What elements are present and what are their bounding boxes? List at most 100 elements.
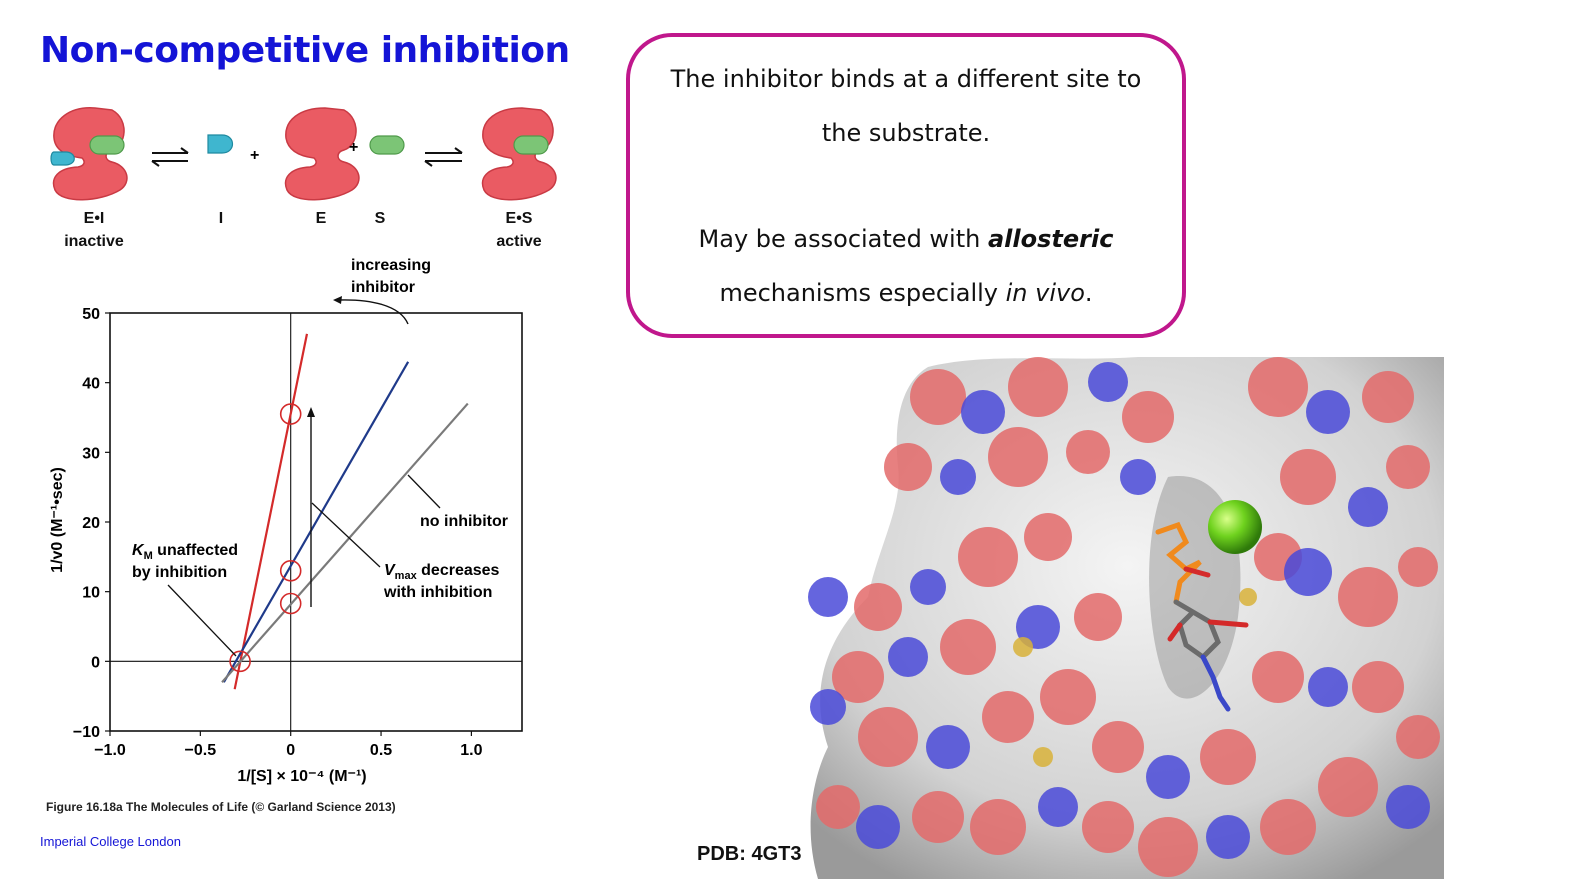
base-chain <box>1200 654 1231 712</box>
surface-patch <box>1038 787 1078 827</box>
x-tick-label: −1.0 <box>94 742 126 759</box>
surface-patch <box>940 459 976 495</box>
annotation-increasing: increasing <box>351 257 431 274</box>
y-tick-label: 10 <box>82 585 100 602</box>
oxygen-bond-3 <box>1183 566 1211 578</box>
km-pointer <box>167 584 237 657</box>
surface-patch <box>1092 721 1144 773</box>
enzyme-shape <box>481 107 557 201</box>
surface-patch <box>1396 715 1440 759</box>
surface-patch <box>1239 588 1257 606</box>
surface-patch <box>1318 757 1378 817</box>
surface-patch <box>1013 637 1033 657</box>
ribose-ring <box>1173 599 1221 661</box>
plus-sign-1: + <box>250 147 259 164</box>
substrate-shape <box>89 135 125 155</box>
surface-patch <box>1280 449 1336 505</box>
callout-line-4-text: mechanisms especially <box>719 278 1006 307</box>
surface-patch <box>816 785 860 829</box>
annotation-vmax-text: decreases <box>417 562 500 579</box>
surface-patch <box>1066 430 1110 474</box>
callout-line-3: May be associated with allosteric <box>699 212 1114 266</box>
surface-patch <box>988 427 1048 487</box>
series-line-2 <box>221 402 469 683</box>
y-tick-label: 50 <box>82 306 100 323</box>
surface-patch <box>1248 357 1308 417</box>
slide-title: Non-competitive inhibition <box>40 30 570 71</box>
intercept-circle-0 <box>279 403 302 425</box>
surface-patch <box>1138 817 1198 877</box>
annotation-km-text: unaffected <box>153 542 238 559</box>
plus-sign-2: + <box>349 139 358 156</box>
free-substrate-shape <box>369 135 405 155</box>
figure-caption: Figure 16.18a The Molecules of Life (© G… <box>46 800 396 814</box>
annotation-vmax-subscript: max <box>395 570 418 582</box>
surface-patch <box>1386 785 1430 829</box>
ei-label: E•I <box>84 210 105 227</box>
surface-patch <box>961 390 1005 434</box>
surface-patch <box>1088 362 1128 402</box>
surface-patch <box>832 651 884 703</box>
enzyme-substrate-complex <box>481 107 557 201</box>
surface-patch <box>1348 487 1388 527</box>
surface-patch <box>1033 747 1053 767</box>
y-tick-label: 40 <box>82 376 100 393</box>
surface-patch <box>808 577 848 617</box>
reaction-scheme: + + E•I inactive I E S E•S active <box>50 107 557 250</box>
institution-label: Imperial College London <box>40 834 181 849</box>
surface-patch <box>1120 459 1156 495</box>
surface-patch <box>858 707 918 767</box>
surface-patch <box>940 619 996 675</box>
ligand-sticks <box>1155 521 1249 712</box>
surface-patch <box>1306 390 1350 434</box>
equilibrium-arrows-1 <box>151 147 189 167</box>
surface-patch <box>910 569 946 605</box>
oxygen-bond-1 <box>1207 619 1249 628</box>
free-inhibitor-shape <box>207 134 234 154</box>
surface-patch <box>1122 391 1174 443</box>
y-tick-label: 0 <box>91 654 100 671</box>
annotation-no-inhibitor: no inhibitor <box>420 513 508 530</box>
surface-patch <box>888 637 928 677</box>
y-tick-label: −10 <box>73 724 100 741</box>
surface-patch <box>884 443 932 491</box>
magnesium-ion <box>1208 500 1262 554</box>
callout-box: The inhibitor binds at a different site … <box>626 33 1186 338</box>
surface-patch <box>1260 799 1316 855</box>
es-label: E•S <box>506 210 533 227</box>
annotation-vmax-line2: with inhibition <box>383 584 492 601</box>
surface-patch <box>1386 445 1430 489</box>
e-label: E <box>316 210 327 227</box>
pdb-label: PDB: 4GT3 <box>697 843 802 865</box>
increasing-inhibitor-arrowhead <box>333 296 342 304</box>
surface-patch <box>1252 651 1304 703</box>
series-line-0 <box>233 333 309 690</box>
surface-patch <box>1338 567 1398 627</box>
surface-patch <box>810 689 846 725</box>
annotation-vmax-symbol: V <box>384 562 396 579</box>
callout-line-4-end: . <box>1084 278 1093 307</box>
callout-line-4: mechanisms especially in vivo. <box>719 266 1092 320</box>
surface-patch <box>1146 755 1190 799</box>
series-line-1 <box>222 361 410 683</box>
y-tick-label: 30 <box>82 445 100 462</box>
surface-patch <box>1398 547 1438 587</box>
x-tick-label: 0.5 <box>370 742 392 759</box>
surface-patch <box>1024 513 1072 561</box>
y-tick-label: 20 <box>82 515 100 532</box>
vmax-up-arrow-head <box>307 407 315 417</box>
bound-substrate-shape <box>513 135 549 155</box>
surface-patch <box>1206 815 1250 859</box>
callout-line-3-text: May be associated with <box>698 224 988 253</box>
intercept-circle-1 <box>279 559 302 582</box>
annotation-vmax: Vmax decreases <box>384 562 500 582</box>
phosphate-chain <box>1155 521 1202 605</box>
x-tick-label: 1.0 <box>460 742 482 759</box>
callout-line-2: the substrate. <box>821 118 991 147</box>
y-axis-label: 1/v0 (M⁻¹•sec) <box>49 467 66 573</box>
equilibrium-arrows-2 <box>424 147 463 167</box>
inhibitor-shape <box>50 151 75 166</box>
surface-atom-patches <box>808 357 1440 877</box>
annotation-km-line2: by inhibition <box>132 564 227 581</box>
